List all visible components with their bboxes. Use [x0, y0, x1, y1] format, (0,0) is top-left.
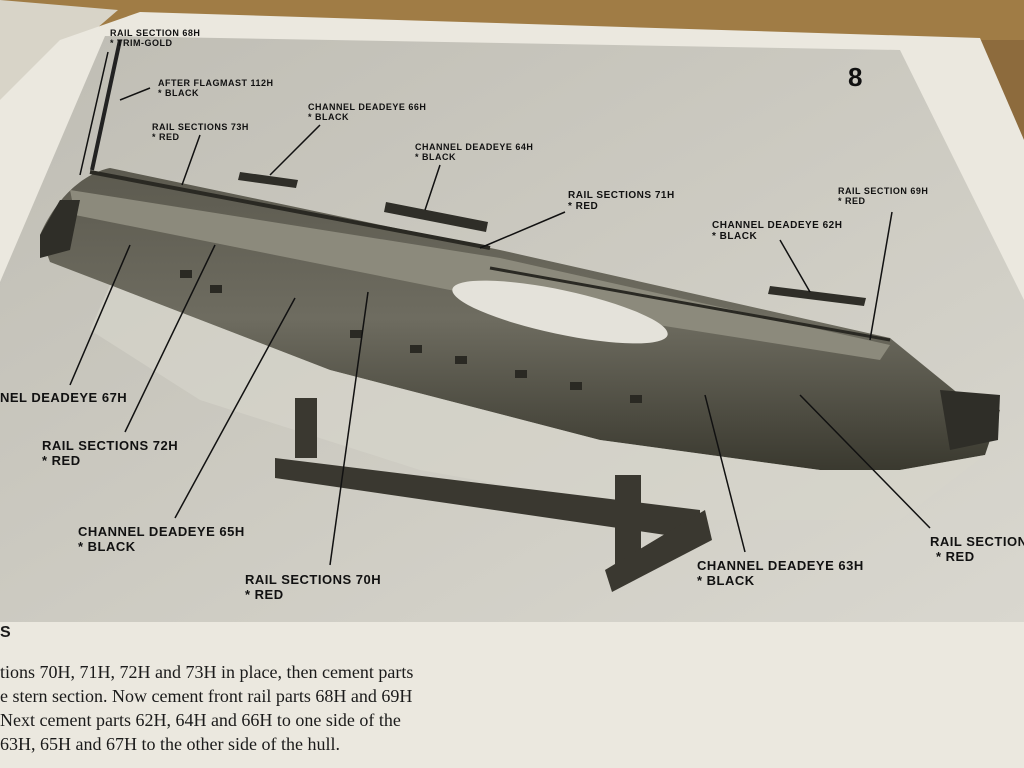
- callout-rail-section-cut: RAIL SECTION* RED: [930, 534, 1024, 564]
- callout-rail-section-69h: RAIL SECTION 69H* RED: [838, 186, 929, 206]
- callout-channel-deadeye-67h: NEL DEADEYE 67H: [0, 390, 128, 405]
- callout-rail-sections-73h: RAIL SECTIONS 73H* RED: [152, 122, 249, 142]
- callout-rail-section-68h: RAIL SECTION 68H* TRIM-GOLD: [110, 28, 201, 48]
- instruction-line: tions 70H, 71H, 72H and 73H in place, th…: [0, 662, 414, 682]
- callout-rail-sections-71h: RAIL SECTIONS 71H* RED: [568, 190, 675, 212]
- instruction-line: Next cement parts 62H, 64H and 66H to on…: [0, 710, 401, 730]
- loose-parts: [238, 172, 866, 306]
- callout-leaders: [69, 51, 931, 566]
- callout-channel-deadeye-62h: CHANNEL DEADEYE 62H* BLACK: [712, 220, 843, 242]
- instructions-heading: S: [0, 624, 11, 641]
- callout-channel-deadeye-65h: CHANNEL DEADEYE 65H* BLACK: [78, 524, 245, 554]
- callout-after-flagmast-112h: AFTER FLAGMAST 112H* BLACK: [158, 78, 274, 98]
- instruction-line: 63H, 65H and 67H to the other side of th…: [0, 734, 340, 754]
- callout-channel-deadeye-64h: CHANNEL DEADEYE 64H* BLACK: [415, 142, 534, 162]
- callout-rail-sections-70h: RAIL SECTIONS 70H* RED: [245, 572, 382, 602]
- ship-model: [40, 39, 1000, 520]
- callout-channel-deadeye-63h: CHANNEL DEADEYE 63H* BLACK: [697, 558, 864, 588]
- callout-channel-deadeye-66h: CHANNEL DEADEYE 66H* BLACK: [308, 102, 427, 122]
- display-stand: [275, 398, 712, 592]
- page-number: 8: [848, 62, 863, 92]
- instruction-line: e stern section. Now cement front rail p…: [0, 686, 413, 706]
- callout-rail-sections-72h: RAIL SECTIONS 72H* RED: [42, 438, 179, 468]
